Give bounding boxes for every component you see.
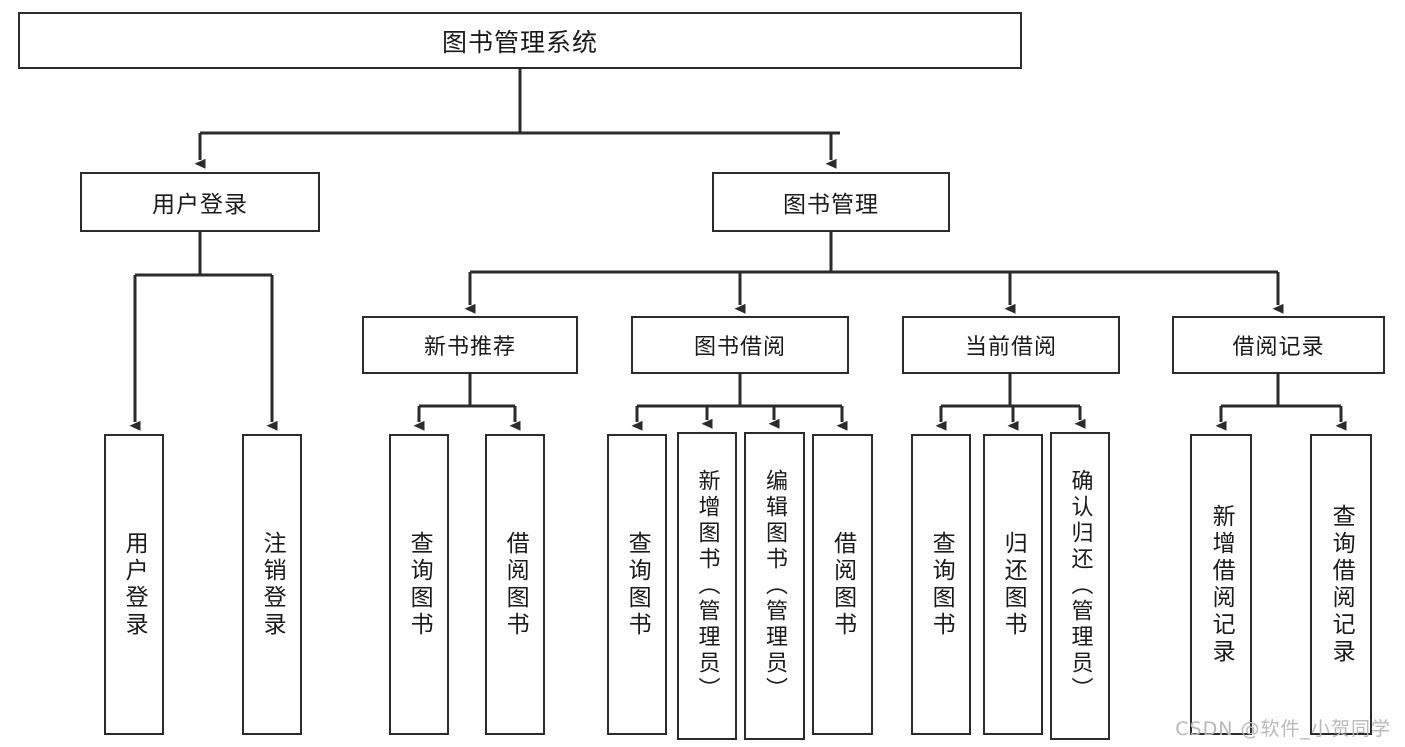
node-root-label: 图书管理系统 bbox=[441, 27, 598, 57]
node-new-book-recommend[interactable]: 新书推荐 bbox=[362, 316, 578, 374]
leaf-query-book-borrow[interactable]: 查询图书 bbox=[607, 434, 667, 735]
node-book-management-label: 图书管理 bbox=[783, 192, 879, 218]
leaf-user-login-label: 用户登录 bbox=[121, 530, 148, 639]
leaf-borrow-book[interactable]: 借阅图书 bbox=[812, 434, 873, 735]
leaf-logout-login[interactable]: 注销登录 bbox=[242, 434, 302, 735]
leaf-add-book-admin[interactable]: 新增图书（管理员） bbox=[677, 432, 737, 740]
leaf-return-book[interactable]: 归还图书 bbox=[983, 434, 1043, 735]
node-borrow-record[interactable]: 借阅记录 bbox=[1172, 316, 1385, 374]
node-book-borrow[interactable]: 图书借阅 bbox=[631, 316, 849, 374]
leaf-query-book-recommend[interactable]: 查询图书 bbox=[389, 434, 449, 735]
leaf-logout-login-label: 注销登录 bbox=[259, 530, 286, 639]
leaf-edit-book-admin-label: 编辑图书（管理员） bbox=[762, 469, 788, 703]
leaf-query-book-borrow-label: 查询图书 bbox=[624, 530, 651, 639]
leaf-user-login[interactable]: 用户登录 bbox=[104, 434, 164, 735]
leaf-add-borrow-record[interactable]: 新增借阅记录 bbox=[1190, 434, 1252, 735]
node-borrow-record-label: 借阅记录 bbox=[1232, 335, 1325, 360]
node-current-borrow-label: 当前借阅 bbox=[964, 335, 1057, 360]
leaf-edit-book-admin[interactable]: 编辑图书（管理员） bbox=[744, 432, 805, 740]
watermark: CSDN @软件_小贺同学 bbox=[1175, 718, 1391, 740]
leaf-return-book-label: 归还图书 bbox=[1000, 530, 1027, 639]
node-current-borrow[interactable]: 当前借阅 bbox=[902, 316, 1120, 374]
leaf-query-borrow-record[interactable]: 查询借阅记录 bbox=[1310, 434, 1372, 735]
leaf-confirm-return-admin[interactable]: 确认归还（管理员） bbox=[1050, 432, 1110, 740]
leaf-borrow-book-recommend[interactable]: 借阅图书 bbox=[485, 434, 545, 735]
leaf-borrow-book-recommend-label: 借阅图书 bbox=[502, 530, 529, 639]
node-user-login[interactable]: 用户登录 bbox=[80, 172, 320, 232]
leaf-confirm-return-admin-label: 确认归还（管理员） bbox=[1067, 469, 1093, 703]
node-new-book-recommend-label: 新书推荐 bbox=[423, 335, 516, 360]
leaf-add-borrow-record-label: 新增借阅记录 bbox=[1208, 503, 1235, 666]
leaf-add-book-admin-label: 新增图书（管理员） bbox=[694, 469, 720, 703]
leaf-query-book-recommend-label: 查询图书 bbox=[406, 530, 433, 639]
leaf-borrow-book-label: 借阅图书 bbox=[829, 530, 856, 639]
node-book-borrow-label: 图书借阅 bbox=[693, 335, 786, 360]
leaf-query-borrow-record-label: 查询借阅记录 bbox=[1328, 503, 1355, 666]
leaf-query-book-current-label: 查询图书 bbox=[928, 530, 955, 639]
node-book-management[interactable]: 图书管理 bbox=[712, 172, 950, 232]
leaf-query-book-current[interactable]: 查询图书 bbox=[911, 434, 971, 735]
node-root[interactable]: 图书管理系统 bbox=[18, 12, 1022, 69]
node-user-login-label: 用户登录 bbox=[152, 192, 248, 218]
